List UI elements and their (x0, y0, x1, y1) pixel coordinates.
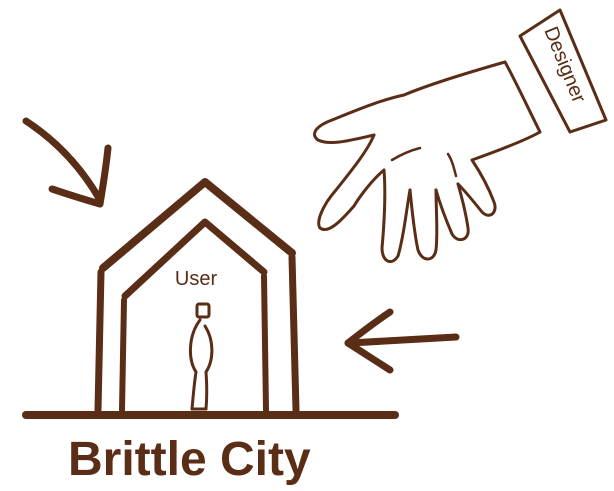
arrow-left-icon (348, 312, 456, 370)
house-icon (26, 182, 395, 415)
diagram-title: Brittle City (68, 433, 311, 486)
house-label: User (175, 268, 218, 290)
arrow-down-right-icon (26, 121, 108, 204)
user-figure-icon (190, 304, 211, 409)
